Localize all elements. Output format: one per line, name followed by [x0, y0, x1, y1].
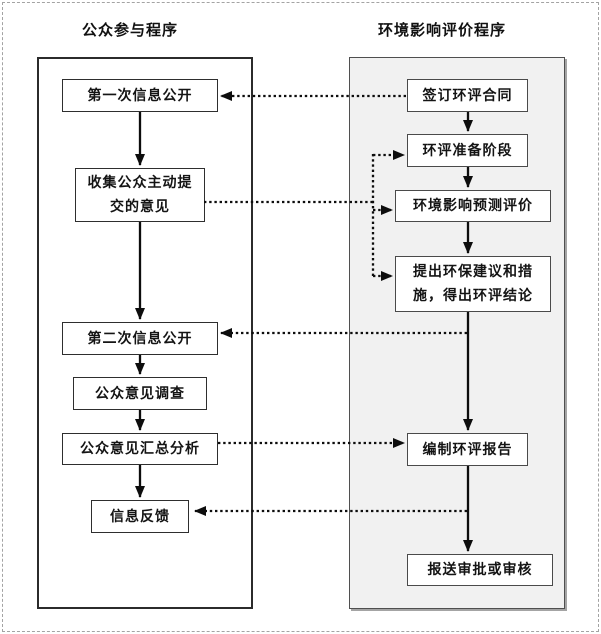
right-column-title: 环境影响评价程序 — [377, 21, 506, 39]
box-collect-public-opinions: 收集公众主动提 交的意见 — [75, 168, 205, 222]
box-sign-eia-contract: 签订环评合同 — [407, 79, 528, 112]
box-info-feedback: 信息反馈 — [91, 500, 189, 533]
box-compile-eia-report: 编制环评报告 — [407, 433, 528, 466]
box-opinion-summary-analysis: 公众意见汇总分析 — [62, 433, 218, 465]
box-second-info-disclosure: 第二次信息公开 — [62, 322, 218, 355]
left-column-title: 公众参与程序 — [81, 21, 178, 39]
box-first-info-disclosure: 第一次信息公开 — [62, 79, 218, 112]
box-env-impact-prediction: 环境影响预测评价 — [395, 190, 551, 222]
box-submit-for-approval: 报送审批或审核 — [407, 554, 553, 586]
box-eia-preparation-stage: 环评准备阶段 — [407, 134, 528, 167]
box-public-opinion-survey: 公众意见调查 — [73, 377, 207, 410]
box-eia-suggestions-conclusion: 提出环保建议和措 施，得出环评结论 — [395, 256, 551, 312]
